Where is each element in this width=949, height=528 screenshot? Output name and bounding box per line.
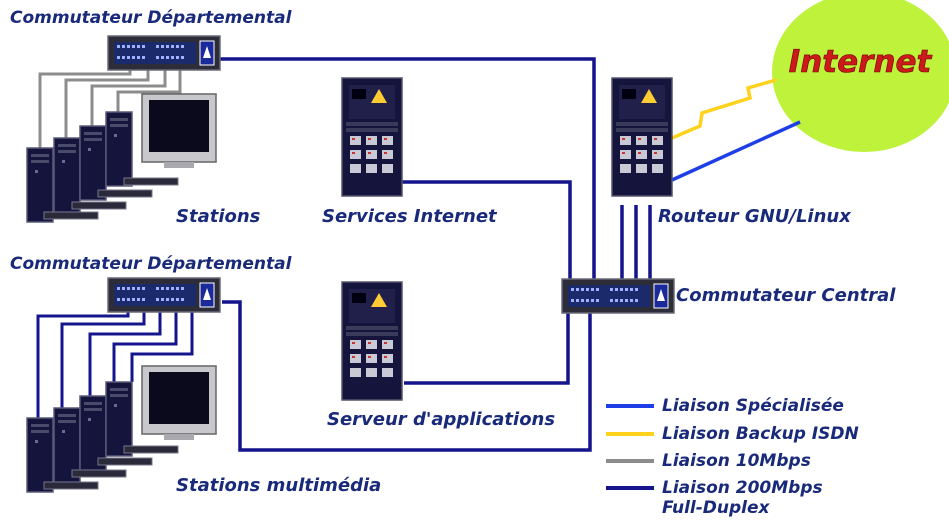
app-server-icon: [341, 281, 403, 401]
legend-200mbps-text: Liaison 200Mbps Full-Duplex: [662, 478, 823, 518]
legend-label-line2: Full-Duplex: [662, 498, 770, 518]
legend-swatch-200mbps: [606, 486, 654, 490]
isdn-link: [671, 78, 777, 140]
legend-label: Liaison 10Mbps: [662, 451, 811, 471]
legend-swatch-specialized: [606, 404, 654, 408]
switch-top-icon: [107, 35, 221, 71]
stations-label: Stations: [176, 206, 261, 227]
backbone-links: [214, 57, 652, 452]
router-label: Routeur GNU/Linux: [658, 206, 851, 227]
legend-swatch-isdn: [606, 432, 654, 436]
legend-swatch-10mbps: [606, 459, 654, 463]
switch-top-label: Commutateur Départemental: [10, 8, 292, 28]
central-switch-label: Commutateur Central: [676, 285, 896, 306]
services-internet-server-icon: [341, 77, 403, 197]
legend-label: Liaison Spécialisée: [662, 396, 844, 416]
stations-multimedia-label: Stations multimédia: [176, 475, 382, 496]
legend-label: Liaison Backup ISDN: [662, 424, 859, 444]
internet-cloud: [772, 0, 949, 152]
switch-bottom-icon: [107, 277, 221, 313]
stations-cluster-bottom: [26, 365, 217, 493]
station-links-bottom: [36, 308, 194, 418]
legend-label: Liaison 200Mbps: [662, 478, 823, 498]
switch-bottom-label: Commutateur Départemental: [10, 254, 292, 274]
central-switch-icon: [561, 278, 675, 314]
services-internet-label: Services Internet: [322, 206, 497, 227]
legend-item-isdn: Liaison Backup ISDN: [606, 424, 859, 444]
app-server-label: Serveur d'applications: [327, 409, 556, 430]
internet-label: Internet: [789, 44, 933, 80]
legend-item-200mbps: Liaison 200Mbps Full-Duplex: [606, 478, 823, 518]
router-icon: [611, 77, 673, 197]
legend-item-10mbps: Liaison 10Mbps: [606, 451, 811, 471]
stations-cluster-top: [26, 93, 217, 223]
legend-item-specialized: Liaison Spécialisée: [606, 396, 844, 416]
specialized-link: [671, 120, 801, 182]
